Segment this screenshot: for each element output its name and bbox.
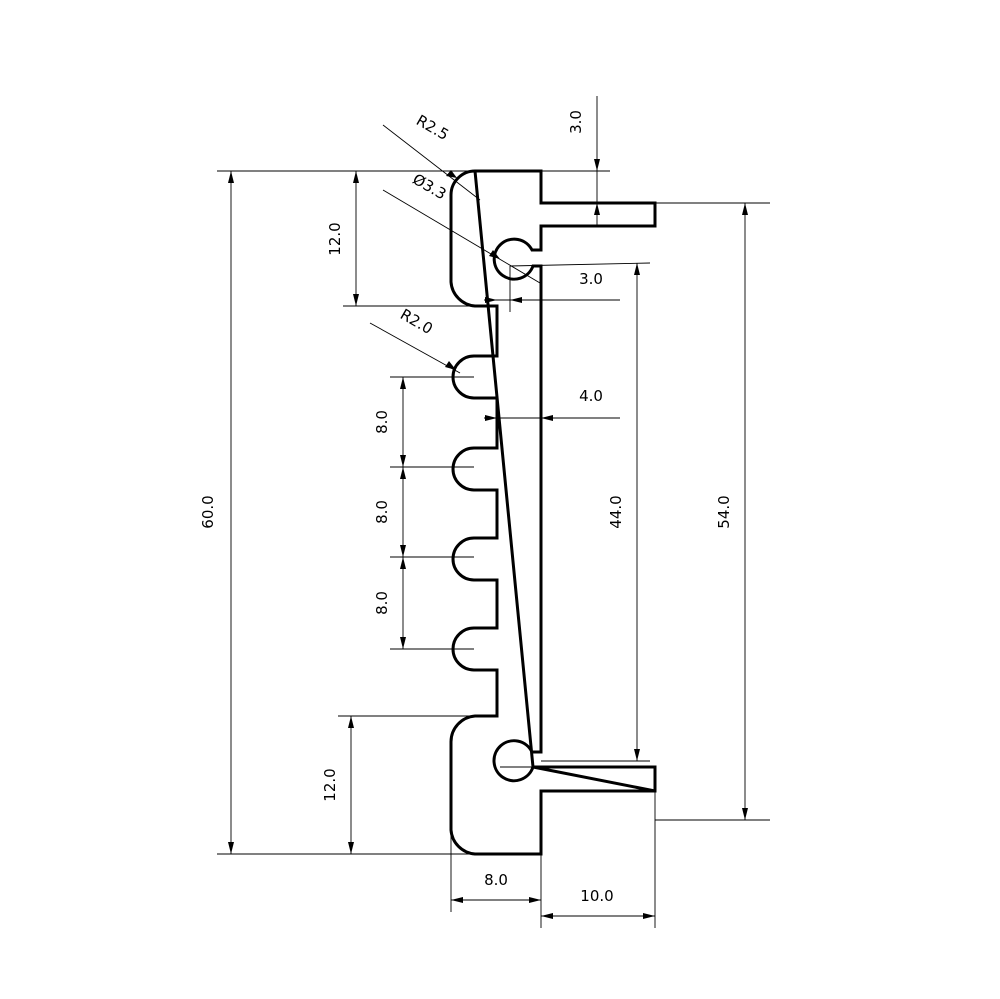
dim-top-section-height: 12.0 bbox=[326, 222, 344, 255]
dim-overall-height: 60.0 bbox=[199, 495, 217, 528]
arrow-flange-right bbox=[643, 913, 655, 919]
dim-bottom-section-height: 12.0 bbox=[321, 768, 339, 801]
arrow-base-left bbox=[451, 897, 463, 903]
arrow-slot-radius bbox=[445, 361, 456, 370]
arrow-bottom-section-down bbox=[348, 842, 354, 854]
arrow-web-right bbox=[541, 415, 553, 421]
arrow-overall-top bbox=[228, 171, 234, 183]
arrow-pitch-3-top bbox=[400, 557, 406, 569]
leader-corner-radius bbox=[382, 124, 481, 201]
arrow-top-section-down bbox=[353, 294, 359, 306]
arrow-pitch-1-bottom bbox=[400, 455, 406, 467]
dim-base-width: 8.0 bbox=[484, 871, 508, 889]
arrow-flange-thickness-bottom bbox=[594, 203, 600, 215]
dim-slot-pitch-1: 8.0 bbox=[373, 410, 391, 434]
arrow-pitch-2-top bbox=[400, 467, 406, 479]
arrow-inner-bottom bbox=[634, 749, 640, 761]
arrow-corner-radius bbox=[446, 170, 457, 178]
dim-corner-radius: R2.5 bbox=[413, 111, 452, 144]
leader-slot-radius bbox=[369, 322, 461, 374]
arrow-flange-thickness-top bbox=[594, 159, 600, 171]
arrow-web-left bbox=[485, 415, 497, 421]
dim-flange-width: 10.0 bbox=[580, 887, 613, 905]
dim-slot-radius: R2.0 bbox=[397, 305, 436, 338]
dim-hole-diameter: Ø3.3 bbox=[410, 170, 450, 203]
arrow-span-top bbox=[742, 203, 748, 215]
dim-inner-height: 44.0 bbox=[607, 495, 625, 528]
arrow-pitch-2-bottom bbox=[400, 545, 406, 557]
dim-slot-pitch-2: 8.0 bbox=[373, 500, 391, 524]
arrow-flange-left bbox=[541, 913, 553, 919]
arrow-inner-top bbox=[634, 263, 640, 275]
dim-slot-pitch-3: 8.0 bbox=[373, 591, 391, 615]
arrow-span-bottom bbox=[742, 808, 748, 820]
arrow-pitch-1-top bbox=[400, 377, 406, 389]
leader-hole-diameter bbox=[382, 189, 541, 284]
dim-hole-gap: 3.0 bbox=[579, 270, 603, 288]
arrow-overall-bottom bbox=[228, 842, 234, 854]
arrow-top-section-up bbox=[353, 171, 359, 183]
arrow-base-right bbox=[529, 897, 541, 903]
dim-flange-thickness: 3.0 bbox=[567, 110, 585, 134]
arrow-hole-gap-right bbox=[510, 297, 522, 303]
top-hole-slot-line bbox=[509, 262, 651, 267]
dim-flange-span: 54.0 bbox=[715, 495, 733, 528]
arrow-bottom-section-up bbox=[348, 716, 354, 728]
arrow-hole-diameter bbox=[489, 250, 500, 259]
dim-web-thickness: 4.0 bbox=[579, 387, 603, 405]
arrow-pitch-3-bottom bbox=[400, 637, 406, 649]
arrow-hole-gap-left bbox=[485, 297, 497, 303]
